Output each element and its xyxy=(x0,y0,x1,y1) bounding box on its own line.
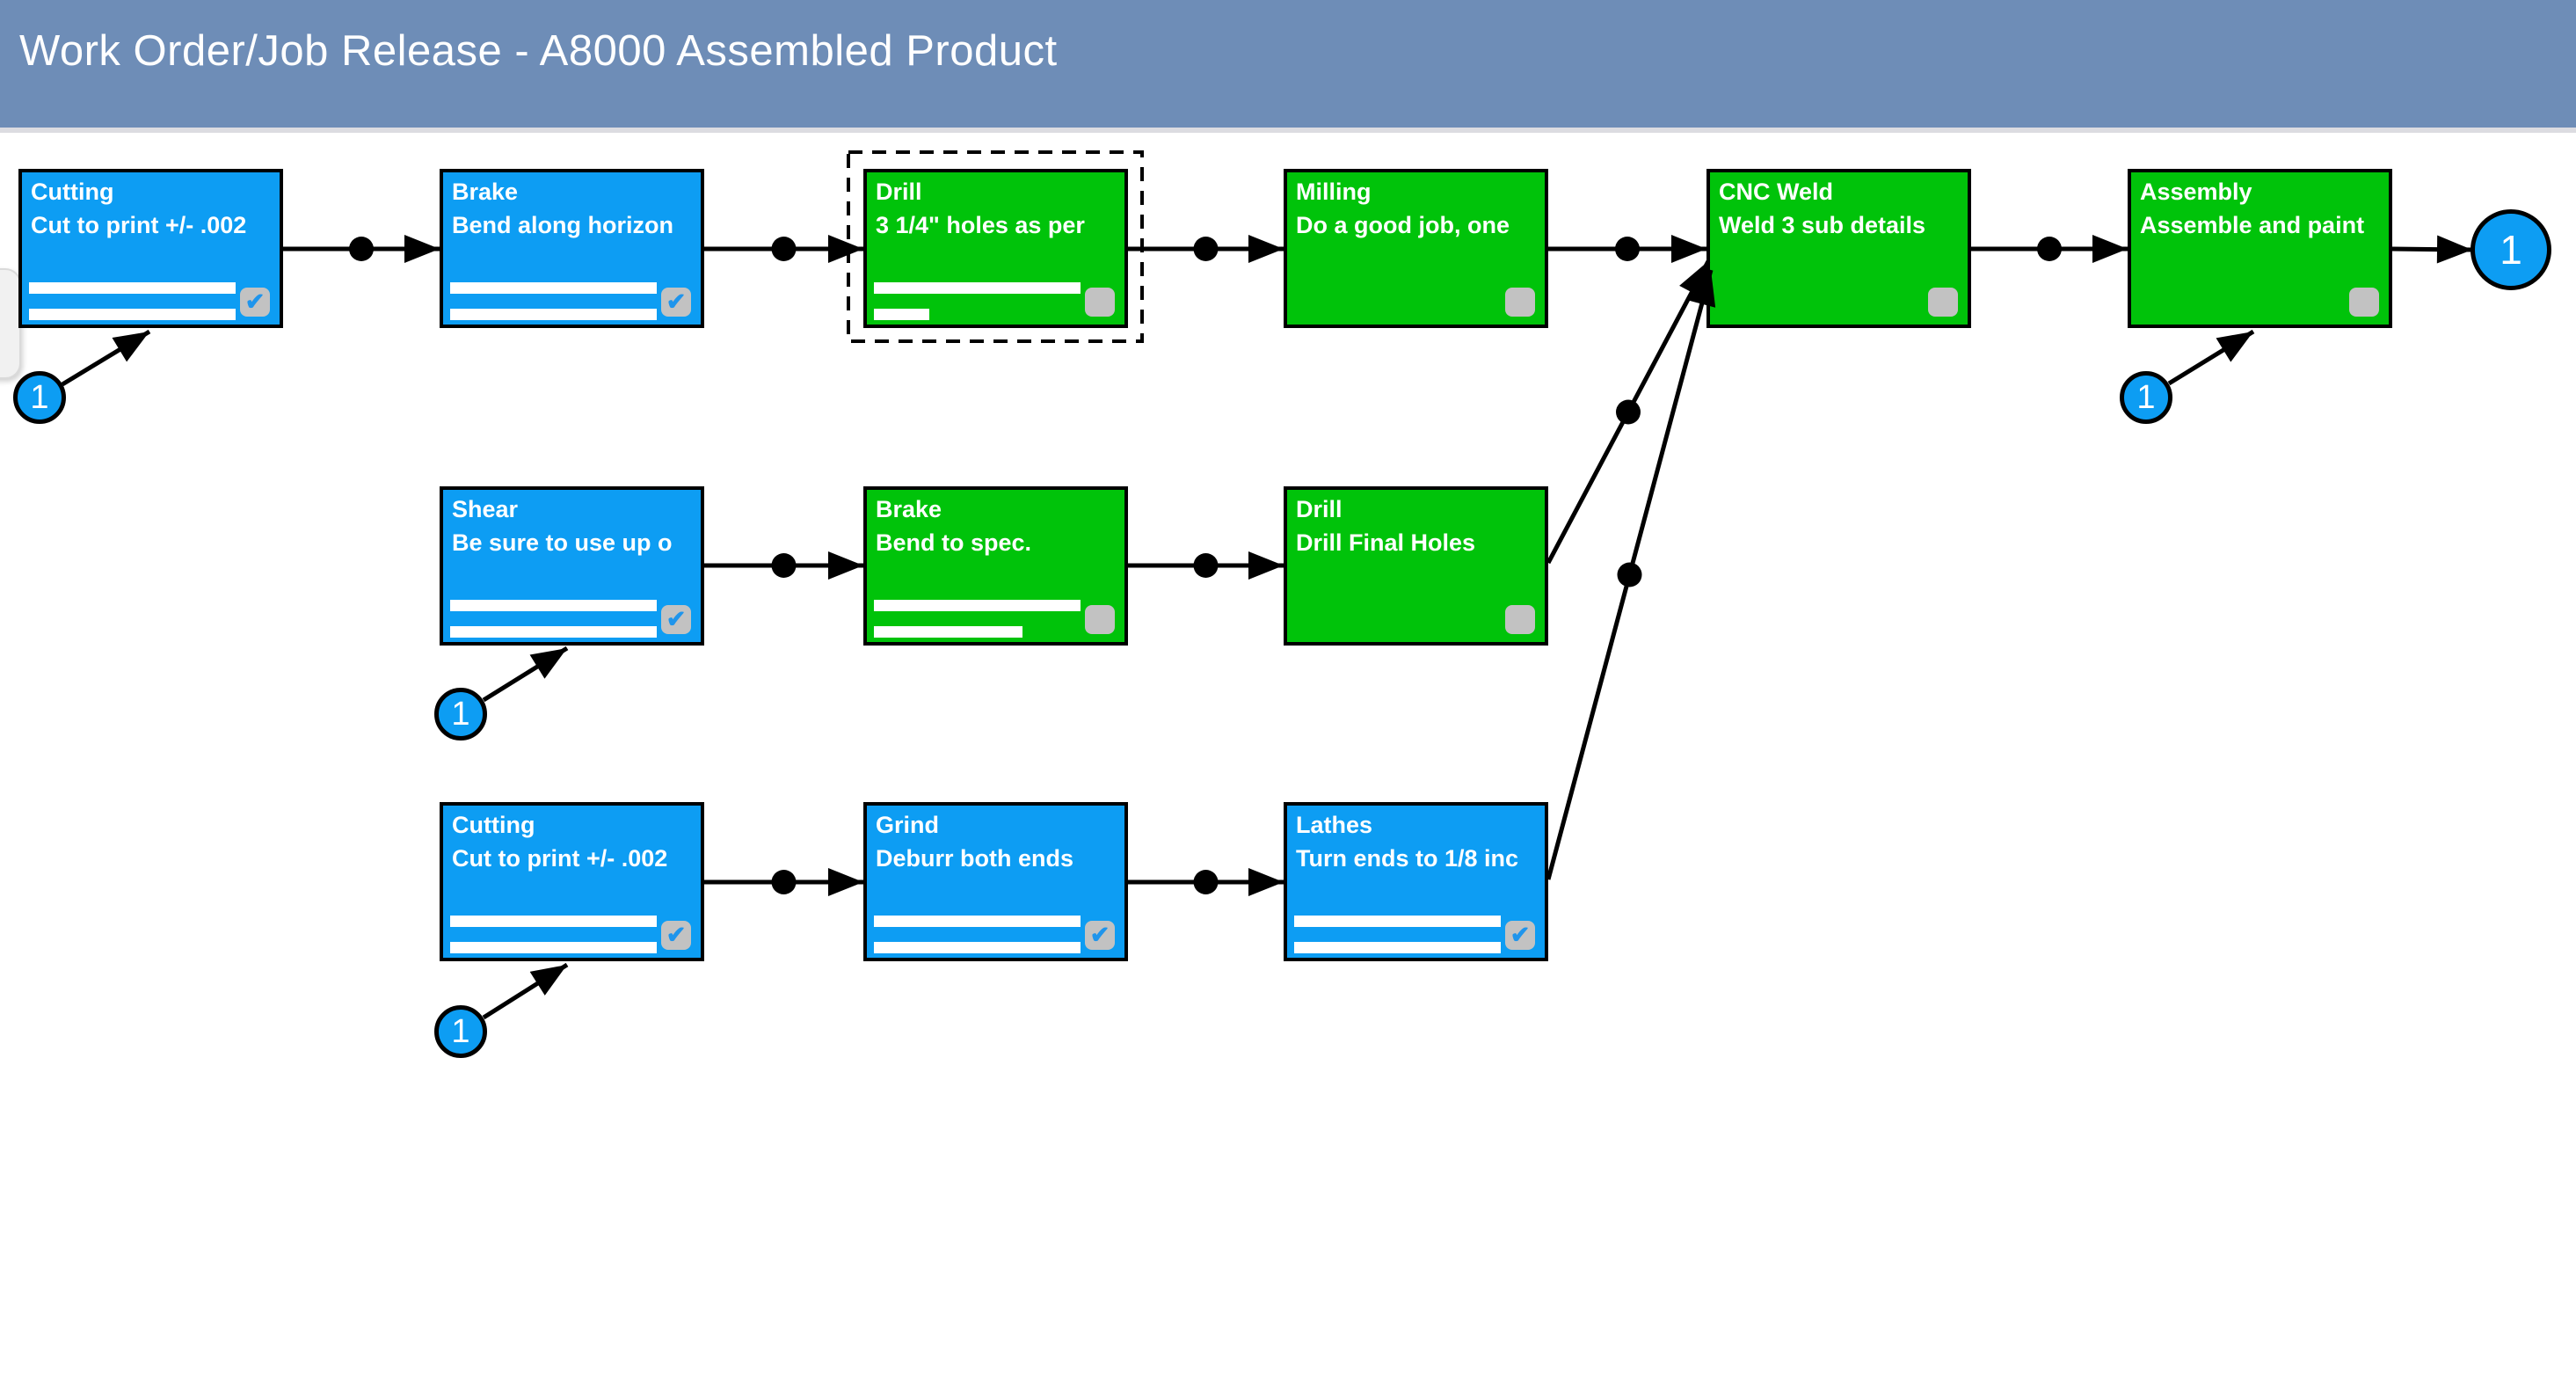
progress-bar xyxy=(450,282,657,294)
progress-bar xyxy=(450,916,657,927)
progress-bar xyxy=(450,626,657,638)
checkmark-icon: ✔ xyxy=(1510,922,1531,948)
node-subtitle: Be sure to use up o xyxy=(452,529,673,556)
progress-bar xyxy=(874,626,1022,638)
progress-bar xyxy=(29,309,236,320)
progress-bar xyxy=(450,600,657,611)
connector-midpoint-dot[interactable] xyxy=(1616,399,1641,425)
node-title: Cutting xyxy=(31,179,114,205)
node-checkbox-unchecked[interactable] xyxy=(1928,288,1958,317)
node-subtitle: Deburr both ends xyxy=(876,845,1074,872)
quantity-badge-start-shear[interactable]: 1 xyxy=(434,688,487,741)
node-title: Grind xyxy=(876,812,939,838)
progress-bar xyxy=(1294,916,1501,927)
node-checkbox-unchecked[interactable] xyxy=(2349,288,2379,317)
connector-midpoint-dot[interactable] xyxy=(2037,237,2062,261)
node-subtitle: Cut to print +/- .002 xyxy=(31,212,247,238)
checkmark-icon: ✔ xyxy=(1089,922,1110,948)
flow-connector-arrow xyxy=(61,329,151,387)
checkmark-icon: ✔ xyxy=(666,922,687,948)
node-checkbox-checked[interactable]: ✔ xyxy=(240,288,270,317)
window-title: Work Order/Job Release - A8000 Assembled… xyxy=(19,27,1058,75)
node-title: CNC Weld xyxy=(1719,179,1834,205)
checkmark-icon: ✔ xyxy=(666,606,687,632)
process-node-shear[interactable]: Shear Be sure to use up o ✔ xyxy=(440,486,704,646)
node-subtitle: Do a good job, one xyxy=(1296,212,1510,238)
connector-midpoint-dot[interactable] xyxy=(1615,237,1640,261)
node-title: Lathes xyxy=(1296,812,1373,838)
node-subtitle: Cut to print +/- .002 xyxy=(452,845,668,872)
node-checkbox-checked[interactable]: ✔ xyxy=(661,288,691,317)
node-subtitle: Drill Final Holes xyxy=(1296,529,1476,556)
node-subtitle: Assemble and paint xyxy=(2140,212,2365,238)
node-title: Cutting xyxy=(452,812,535,838)
checkmark-icon: ✔ xyxy=(666,288,687,315)
flow-connector-arrow xyxy=(482,962,569,1020)
progress-bar xyxy=(874,600,1081,611)
node-checkbox-unchecked[interactable] xyxy=(1505,288,1535,317)
flow-connector-arrow xyxy=(1546,269,1716,880)
quantity-badge-start-cutting-1[interactable]: 1 xyxy=(13,371,66,424)
connector-midpoint-dot[interactable] xyxy=(1193,870,1219,894)
connector-midpoint-dot[interactable] xyxy=(771,237,797,261)
connector-midpoint-dot[interactable] xyxy=(1193,553,1219,578)
node-title: Assembly xyxy=(2140,179,2252,205)
quantity-badge-start-assembly[interactable]: 1 xyxy=(2120,371,2172,424)
process-node-drill-1[interactable]: Drill 3 1/4" holes as per xyxy=(863,169,1128,328)
progress-bar xyxy=(450,942,657,953)
quantity-badge-start-cutting-2[interactable]: 1 xyxy=(434,1005,487,1058)
node-checkbox-checked[interactable]: ✔ xyxy=(1505,921,1535,950)
connector-midpoint-dot[interactable] xyxy=(771,553,797,578)
progress-bar xyxy=(874,942,1081,953)
node-checkbox-unchecked[interactable] xyxy=(1085,605,1115,634)
connector-midpoint-dot[interactable] xyxy=(771,870,797,894)
node-title: Shear xyxy=(452,496,519,522)
node-checkbox-checked[interactable]: ✔ xyxy=(1085,921,1115,950)
progress-bar xyxy=(874,309,929,320)
quantity-badge-end-output[interactable]: 1 xyxy=(2470,209,2551,290)
flow-connector-arrow xyxy=(482,646,569,703)
node-checkbox-checked[interactable]: ✔ xyxy=(661,605,691,634)
node-title: Milling xyxy=(1296,179,1372,205)
process-node-milling-1[interactable]: Milling Do a good job, one xyxy=(1284,169,1548,328)
progress-bar xyxy=(29,282,236,294)
node-checkbox-unchecked[interactable] xyxy=(1085,288,1115,317)
title-bar: Work Order/Job Release - A8000 Assembled… xyxy=(0,0,2576,133)
flow-connector-arrow xyxy=(1546,259,1711,565)
node-checkbox-unchecked[interactable] xyxy=(1505,605,1535,634)
node-subtitle: Bend along horizon xyxy=(452,212,673,238)
node-title: Drill xyxy=(1296,496,1343,522)
progress-bar xyxy=(450,309,657,320)
node-subtitle: Bend to spec. xyxy=(876,529,1032,556)
node-subtitle: Turn ends to 1/8 inc xyxy=(1296,845,1519,872)
connector-midpoint-dot[interactable] xyxy=(1617,562,1642,587)
node-subtitle: 3 1/4" holes as per xyxy=(876,212,1085,238)
checkmark-icon: ✔ xyxy=(244,288,266,315)
connector-midpoint-dot[interactable] xyxy=(1193,237,1219,261)
flow-connector-arrow xyxy=(2391,235,2473,264)
flow-connector-arrow xyxy=(2167,329,2255,386)
progress-bar xyxy=(874,916,1081,927)
progress-bar xyxy=(874,282,1081,294)
progress-bar xyxy=(1294,942,1501,953)
node-title: Drill xyxy=(876,179,922,205)
node-subtitle: Weld 3 sub details xyxy=(1719,212,1926,238)
connector-midpoint-dot[interactable] xyxy=(349,237,374,261)
node-title: Brake xyxy=(452,179,519,205)
node-checkbox-checked[interactable]: ✔ xyxy=(661,921,691,950)
node-title: Brake xyxy=(876,496,942,522)
